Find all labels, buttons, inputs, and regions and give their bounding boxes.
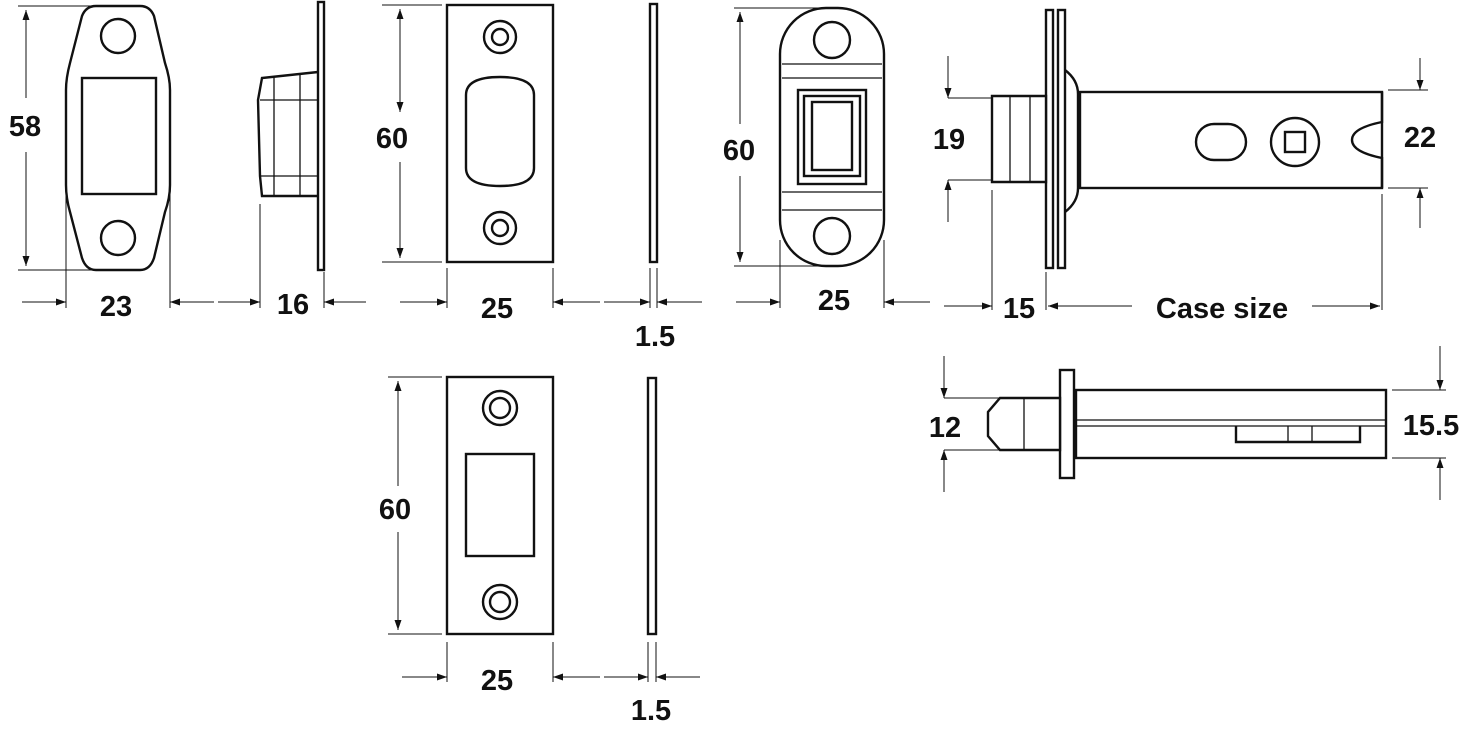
forend-rounded-dimensions: 60 25 [376, 4, 600, 325]
rounded-keep-width-label: 25 [818, 285, 850, 317]
forend-rounded-edge-dimensions: 1.5 [604, 268, 702, 353]
forend-rounded-height-label: 60 [376, 123, 408, 155]
strike-plate-depth-label: 16 [277, 289, 309, 321]
latch-forend-offset-label: 15 [1003, 293, 1035, 325]
deadbolt-dimensions: 12 15.5 [929, 346, 1459, 500]
latch-case-height-label: 22 [1404, 122, 1436, 154]
tubular-latch-side [990, 8, 1384, 270]
deadbolt-top-view [986, 368, 1388, 480]
tubular-latch-dimensions: 19 22 15 Case size [933, 56, 1436, 325]
striker-plate-edge [646, 376, 658, 636]
rounded-keep-front [778, 6, 886, 268]
striker-plate-thickness-label: 1.5 [631, 695, 671, 727]
strike-plate-side-dimensions: 16 [218, 204, 366, 321]
striker-plate-edge-dimensions: 1.5 [604, 642, 700, 727]
strike-plate-front [64, 4, 172, 272]
rounded-keep-height-label: 60 [723, 135, 755, 167]
deadbolt-case-height-label: 15.5 [1403, 410, 1459, 442]
forend-rounded-width-label: 25 [481, 293, 513, 325]
strike-plate-side [256, 0, 326, 272]
strike-plate-width-label: 23 [100, 291, 132, 323]
strike-plate-dimensions: 58 23 [9, 5, 214, 323]
striker-plate-front [445, 375, 555, 636]
strike-plate-height-label: 58 [9, 111, 41, 143]
forend-rounded-front [445, 3, 555, 264]
striker-plate-dimensions: 60 25 [379, 376, 600, 697]
forend-rounded-thickness-label: 1.5 [635, 321, 675, 353]
latch-bolt-height-label: 19 [933, 124, 965, 156]
rounded-keep-dimensions: 60 25 [723, 7, 930, 317]
striker-plate-width-label: 25 [481, 665, 513, 697]
forend-rounded-edge [648, 2, 659, 264]
latch-case-size-label: Case size [1156, 293, 1288, 325]
deadbolt-height-label: 12 [929, 412, 961, 444]
striker-plate-height-label: 60 [379, 494, 411, 526]
